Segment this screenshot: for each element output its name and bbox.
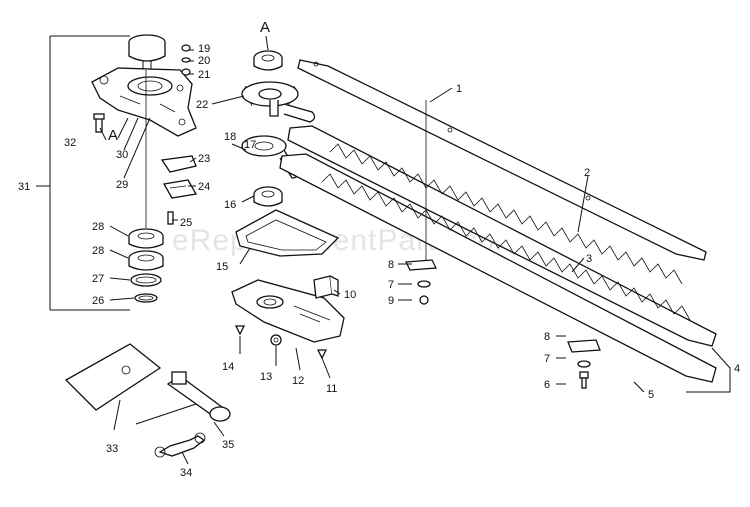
leaders-7-9-upper — [398, 263, 412, 301]
screw-14-part — [234, 325, 246, 336]
bolt-9-part — [419, 295, 429, 305]
callout-2: 2 — [584, 167, 590, 179]
callout-33: 33 — [106, 443, 118, 455]
leader-34 — [181, 451, 189, 465]
callout-25: 25 — [180, 217, 192, 229]
lower-blade-part — [279, 153, 717, 383]
leader-1 — [429, 87, 453, 103]
callout-34: 34 — [180, 467, 192, 479]
callout-30: 30 — [116, 149, 128, 161]
callout-24: 24 — [198, 181, 210, 193]
callout-1: 1 — [456, 83, 462, 95]
callout-21: 21 — [198, 69, 210, 81]
callout-17: 17 — [244, 139, 256, 151]
bolt-6-part — [579, 371, 589, 389]
screw-11-part — [316, 349, 328, 360]
leader-16 — [241, 195, 255, 203]
leader-2 — [577, 175, 589, 233]
leader-22 — [211, 95, 245, 105]
callout-7a: 7 — [388, 279, 394, 291]
spacer-8b-part — [567, 339, 601, 353]
leader-10 — [333, 289, 341, 295]
callout-32: 32 — [64, 137, 76, 149]
bearing-16-part — [253, 186, 283, 207]
screw-25 — [167, 211, 174, 225]
bearing-28a — [128, 228, 164, 249]
bolt-32 — [93, 113, 105, 133]
callout-8a: 8 — [388, 259, 394, 271]
leader-5 — [633, 381, 645, 393]
bracket-4 — [686, 347, 731, 393]
spacer-8a-part — [404, 259, 438, 271]
callout-13: 13 — [260, 371, 272, 383]
leader-35 — [213, 421, 225, 437]
cover-12-part — [231, 279, 345, 343]
ring-26 — [134, 293, 158, 303]
callout-14: 14 — [222, 361, 234, 373]
leader-33 — [113, 399, 121, 431]
leader-a-top — [265, 35, 269, 51]
callout-23: 23 — [198, 153, 210, 165]
callout-11: 11 — [326, 383, 337, 395]
bag-33-part — [64, 343, 162, 411]
gasket-15-part — [235, 209, 340, 257]
wrench-34-part — [154, 432, 206, 458]
gear-22-part — [241, 81, 316, 123]
leaders-23-25 — [172, 157, 197, 221]
gear-case-part — [91, 67, 197, 137]
callout-35: 35 — [222, 439, 234, 451]
callout-8b: 8 — [544, 331, 550, 343]
bracket-24 — [162, 179, 198, 199]
callout-27: 27 — [92, 273, 104, 285]
leaders-a-29-30 — [117, 117, 151, 179]
callout-31: 31 — [18, 181, 30, 193]
callout-22: 22 — [196, 99, 208, 111]
callout-9: 9 — [388, 295, 394, 307]
leader-11 — [321, 357, 331, 379]
callout-28b: 28 — [92, 245, 104, 257]
leader-32 — [99, 127, 107, 141]
callout-10: 10 — [344, 289, 356, 301]
callout-4: 4 — [734, 363, 740, 375]
leaders-19-21 — [188, 49, 194, 75]
callout-19: 19 — [198, 43, 210, 55]
callout-29: 29 — [116, 179, 128, 191]
leader-12 — [295, 347, 301, 371]
block-10-part — [313, 275, 339, 299]
bracket-23 — [160, 155, 197, 173]
callout-5: 5 — [648, 389, 654, 401]
callout-26: 26 — [92, 295, 104, 307]
callout-18: 18 — [224, 131, 236, 143]
leader-3 — [571, 257, 585, 273]
callout-20: 20 — [198, 55, 210, 67]
callout-6: 6 — [544, 379, 550, 391]
nut-13-part — [270, 334, 282, 346]
ring-27 — [130, 273, 162, 287]
callout-3: 3 — [586, 253, 592, 265]
callout-28a: 28 — [92, 221, 104, 233]
callout-a-top: A — [260, 19, 270, 36]
callout-16: 16 — [224, 199, 236, 211]
cap-part — [128, 34, 166, 73]
bearing-28b — [128, 250, 164, 271]
wrench-35-part — [135, 371, 231, 425]
leader-17 — [231, 143, 247, 151]
callout-12: 12 — [292, 375, 304, 387]
leader-15 — [239, 247, 251, 265]
washer-7b-part — [577, 360, 591, 368]
leaders-6-8-lower — [556, 335, 566, 385]
callout-a-left: A — [108, 127, 118, 144]
washer-7a-part — [417, 280, 431, 288]
callout-7b: 7 — [544, 353, 550, 365]
top-bar-2-part — [297, 59, 707, 261]
leaders-26-28 — [109, 225, 135, 301]
upper-blade-part — [287, 125, 717, 347]
callout-15: 15 — [216, 261, 228, 273]
gear-a-part — [253, 50, 283, 71]
bracket-31 — [49, 35, 130, 311]
